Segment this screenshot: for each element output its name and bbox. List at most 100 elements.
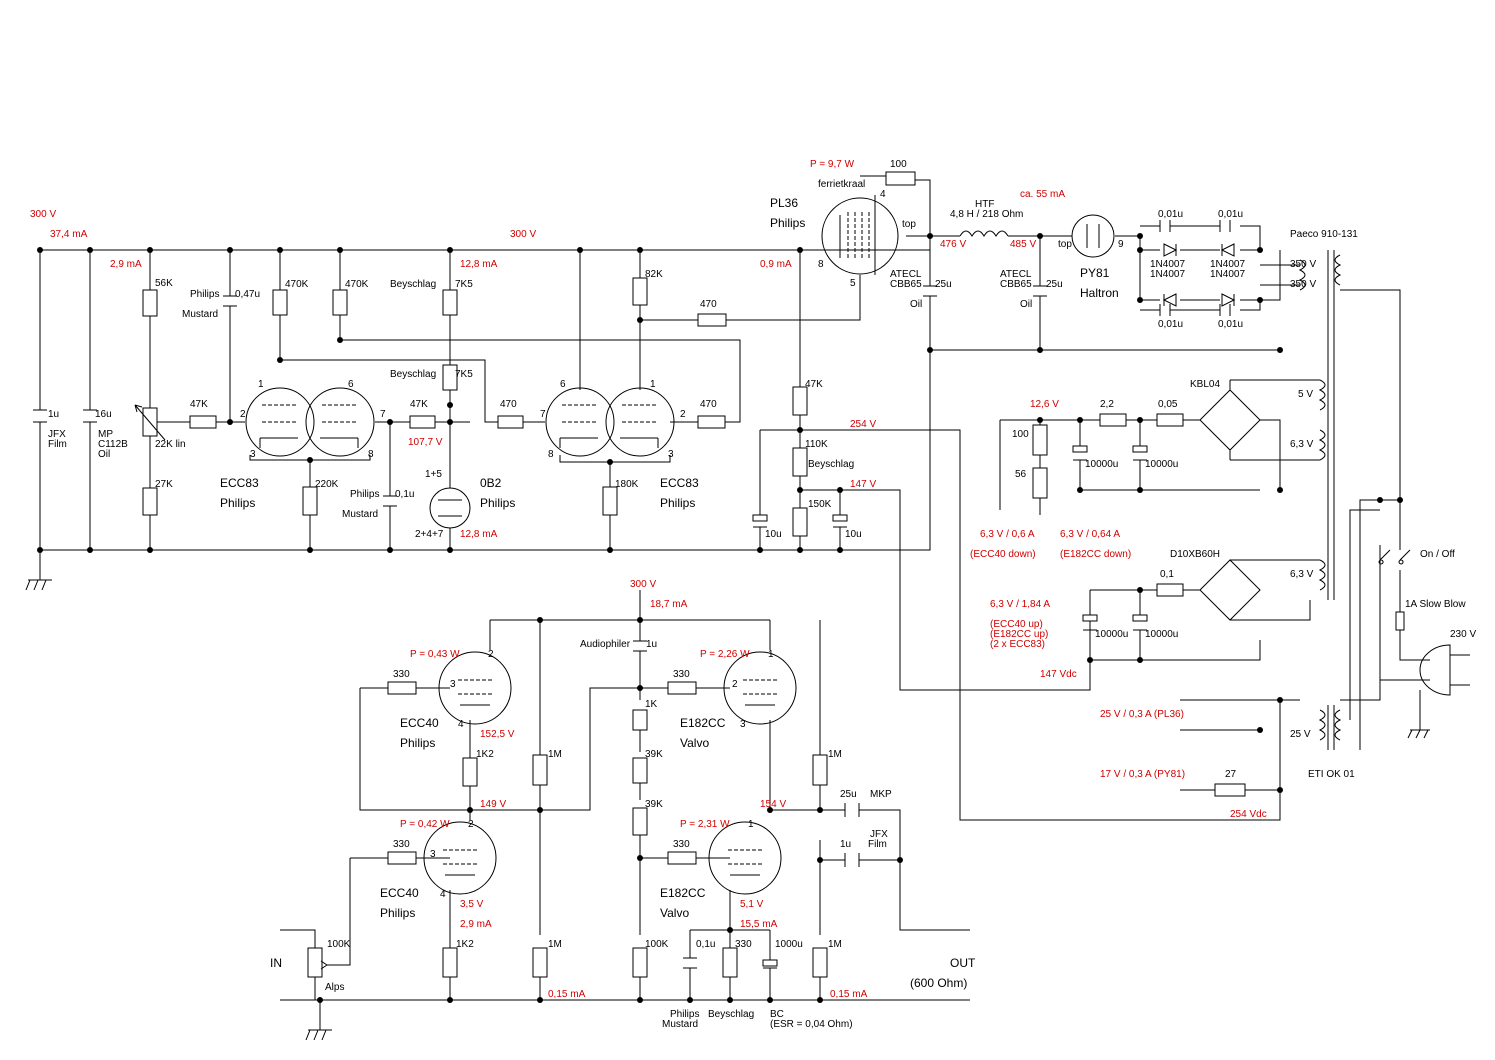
svg-text:P = 0,42 W: P = 0,42 W	[400, 819, 450, 830]
resistor-39k-a	[632, 757, 648, 784]
resistor-2-2	[1099, 413, 1127, 427]
svg-text:300 V: 300 V	[630, 579, 656, 590]
svg-text:25u: 25u	[1046, 279, 1063, 290]
svg-text:1u: 1u	[48, 409, 59, 420]
svg-text:5,1 V: 5,1 V	[740, 899, 764, 910]
resistor-330-b	[667, 681, 697, 695]
svg-text:5 V: 5 V	[1298, 389, 1313, 400]
svg-text:25 V: 25 V	[1290, 729, 1311, 740]
svg-text:Alps: Alps	[325, 982, 344, 993]
svg-text:5: 5	[850, 278, 856, 289]
svg-text:7: 7	[380, 409, 386, 420]
input-label: IN	[270, 956, 282, 970]
resistor-47k-b	[409, 415, 436, 429]
svg-text:0,1u: 0,1u	[395, 489, 414, 500]
svg-text:3: 3	[430, 849, 436, 860]
output-label: OUT	[950, 956, 976, 970]
svg-text:Mustard: Mustard	[182, 309, 218, 320]
resistor-47k-c	[792, 386, 808, 416]
resistor-1m-c	[532, 947, 548, 978]
svg-text:470K: 470K	[285, 279, 309, 290]
svg-text:25 V / 0,3 A (PL36): 25 V / 0,3 A (PL36)	[1100, 709, 1184, 720]
svg-text:10000u: 10000u	[1085, 459, 1118, 470]
svg-text:330: 330	[673, 669, 690, 680]
svg-text:BC: BC	[770, 1009, 784, 1020]
pl36-power: P = 9,7 W	[810, 159, 855, 170]
svg-text:Film: Film	[868, 839, 887, 850]
svg-text:4: 4	[880, 189, 886, 200]
on-off-switch[interactable]	[1378, 545, 1411, 565]
tube-pl36	[821, 195, 899, 275]
svg-text:Philips: Philips	[350, 489, 379, 500]
labels: 300 V 37,4 mA 2,9 mA 300 V 12,8 mA 0,9 m…	[30, 159, 1476, 1030]
svg-text:180K: 180K	[615, 479, 639, 490]
svg-text:3: 3	[450, 679, 456, 690]
svg-text:ferrietkraal: ferrietkraal	[818, 179, 865, 190]
tube-e182cc-lower	[708, 821, 782, 895]
pl36-label: PL36	[770, 196, 798, 210]
svg-text:39K: 39K	[645, 799, 663, 810]
svg-text:ca. 55 mA: ca. 55 mA	[1020, 189, 1065, 200]
resistor-330-c	[387, 851, 417, 865]
svg-text:470K: 470K	[345, 279, 369, 290]
svg-text:(600 Ohm): (600 Ohm)	[910, 976, 967, 990]
svg-text:1K: 1K	[645, 699, 658, 710]
svg-text:ATECL: ATECL	[1000, 269, 1032, 280]
svg-text:ATECL: ATECL	[890, 269, 922, 280]
svg-text:56K: 56K	[155, 278, 173, 289]
svg-text:10000u: 10000u	[1145, 629, 1178, 640]
svg-text:47K: 47K	[410, 399, 428, 410]
bridge-kbl04	[1199, 380, 1261, 460]
svg-text:(ECC40 down): (ECC40 down)	[970, 549, 1036, 560]
svg-text:0,01u: 0,01u	[1158, 209, 1183, 220]
resistor-82k	[632, 277, 648, 306]
svg-text:0,15 mA: 0,15 mA	[830, 989, 868, 1000]
svg-text:10u: 10u	[765, 529, 782, 540]
svg-text:Beyschlag: Beyschlag	[390, 279, 436, 290]
resistor-47k-a	[189, 415, 217, 429]
svg-text:230 V: 230 V	[1450, 629, 1476, 640]
svg-text:27: 27	[1225, 769, 1237, 780]
svg-text:Philips: Philips	[400, 736, 435, 750]
resistor-7k5-a	[442, 289, 458, 316]
rail-mid-voltage: 300 V	[510, 229, 536, 240]
svg-text:6: 6	[560, 379, 566, 390]
tube-py81	[1071, 214, 1115, 258]
svg-text:1u: 1u	[840, 839, 851, 850]
svg-text:6,3 V / 0,6 A: 6,3 V / 0,6 A	[980, 529, 1035, 540]
svg-text:2: 2	[468, 819, 474, 830]
resistor-150k	[792, 507, 808, 537]
resistor-7k5-b	[442, 364, 458, 391]
svg-text:1A Slow Blow: 1A Slow Blow	[1405, 599, 1466, 610]
svg-text:149 V: 149 V	[480, 799, 506, 810]
svg-text:0,01u: 0,01u	[1158, 319, 1183, 330]
svg-text:CBB65: CBB65	[1000, 279, 1032, 290]
svg-text:Philips: Philips	[190, 289, 219, 300]
svg-text:22K lin: 22K lin	[155, 439, 186, 450]
tube-ecc40-upper	[438, 651, 512, 725]
svg-text:485 V: 485 V	[1010, 239, 1036, 250]
svg-text:Mustard: Mustard	[662, 1019, 698, 1030]
svg-text:47K: 47K	[190, 399, 208, 410]
svg-text:1: 1	[650, 379, 656, 390]
svg-text:1N4007: 1N4007	[1210, 259, 1245, 270]
e182cc-lower-label: E182CC	[660, 886, 706, 900]
svg-text:0,05: 0,05	[1158, 399, 1178, 410]
svg-text:1N4007: 1N4007	[1210, 269, 1245, 280]
svg-text:220K: 220K	[315, 479, 339, 490]
svg-text:10000u: 10000u	[1095, 629, 1128, 640]
svg-text:(2 x ECC83): (2 x ECC83)	[990, 639, 1045, 650]
svg-text:1: 1	[748, 819, 754, 830]
svg-text:CBB65: CBB65	[890, 279, 922, 290]
svg-text:D10XB60H: D10XB60H	[1170, 549, 1220, 560]
svg-text:1N4007: 1N4007	[1150, 259, 1185, 270]
svg-text:P = 0,43 W: P = 0,43 W	[410, 649, 460, 660]
svg-text:110K: 110K	[805, 439, 828, 450]
tube-ecc83-right-b	[605, 387, 675, 457]
svg-text:1K2: 1K2	[456, 939, 474, 950]
htf-inductor	[959, 230, 1012, 237]
svg-text:2+4+7: 2+4+7	[415, 529, 444, 540]
ecc40-upper-label: ECC40	[400, 716, 439, 730]
resistor-330-a	[387, 681, 417, 695]
svg-text:1M: 1M	[548, 939, 562, 950]
